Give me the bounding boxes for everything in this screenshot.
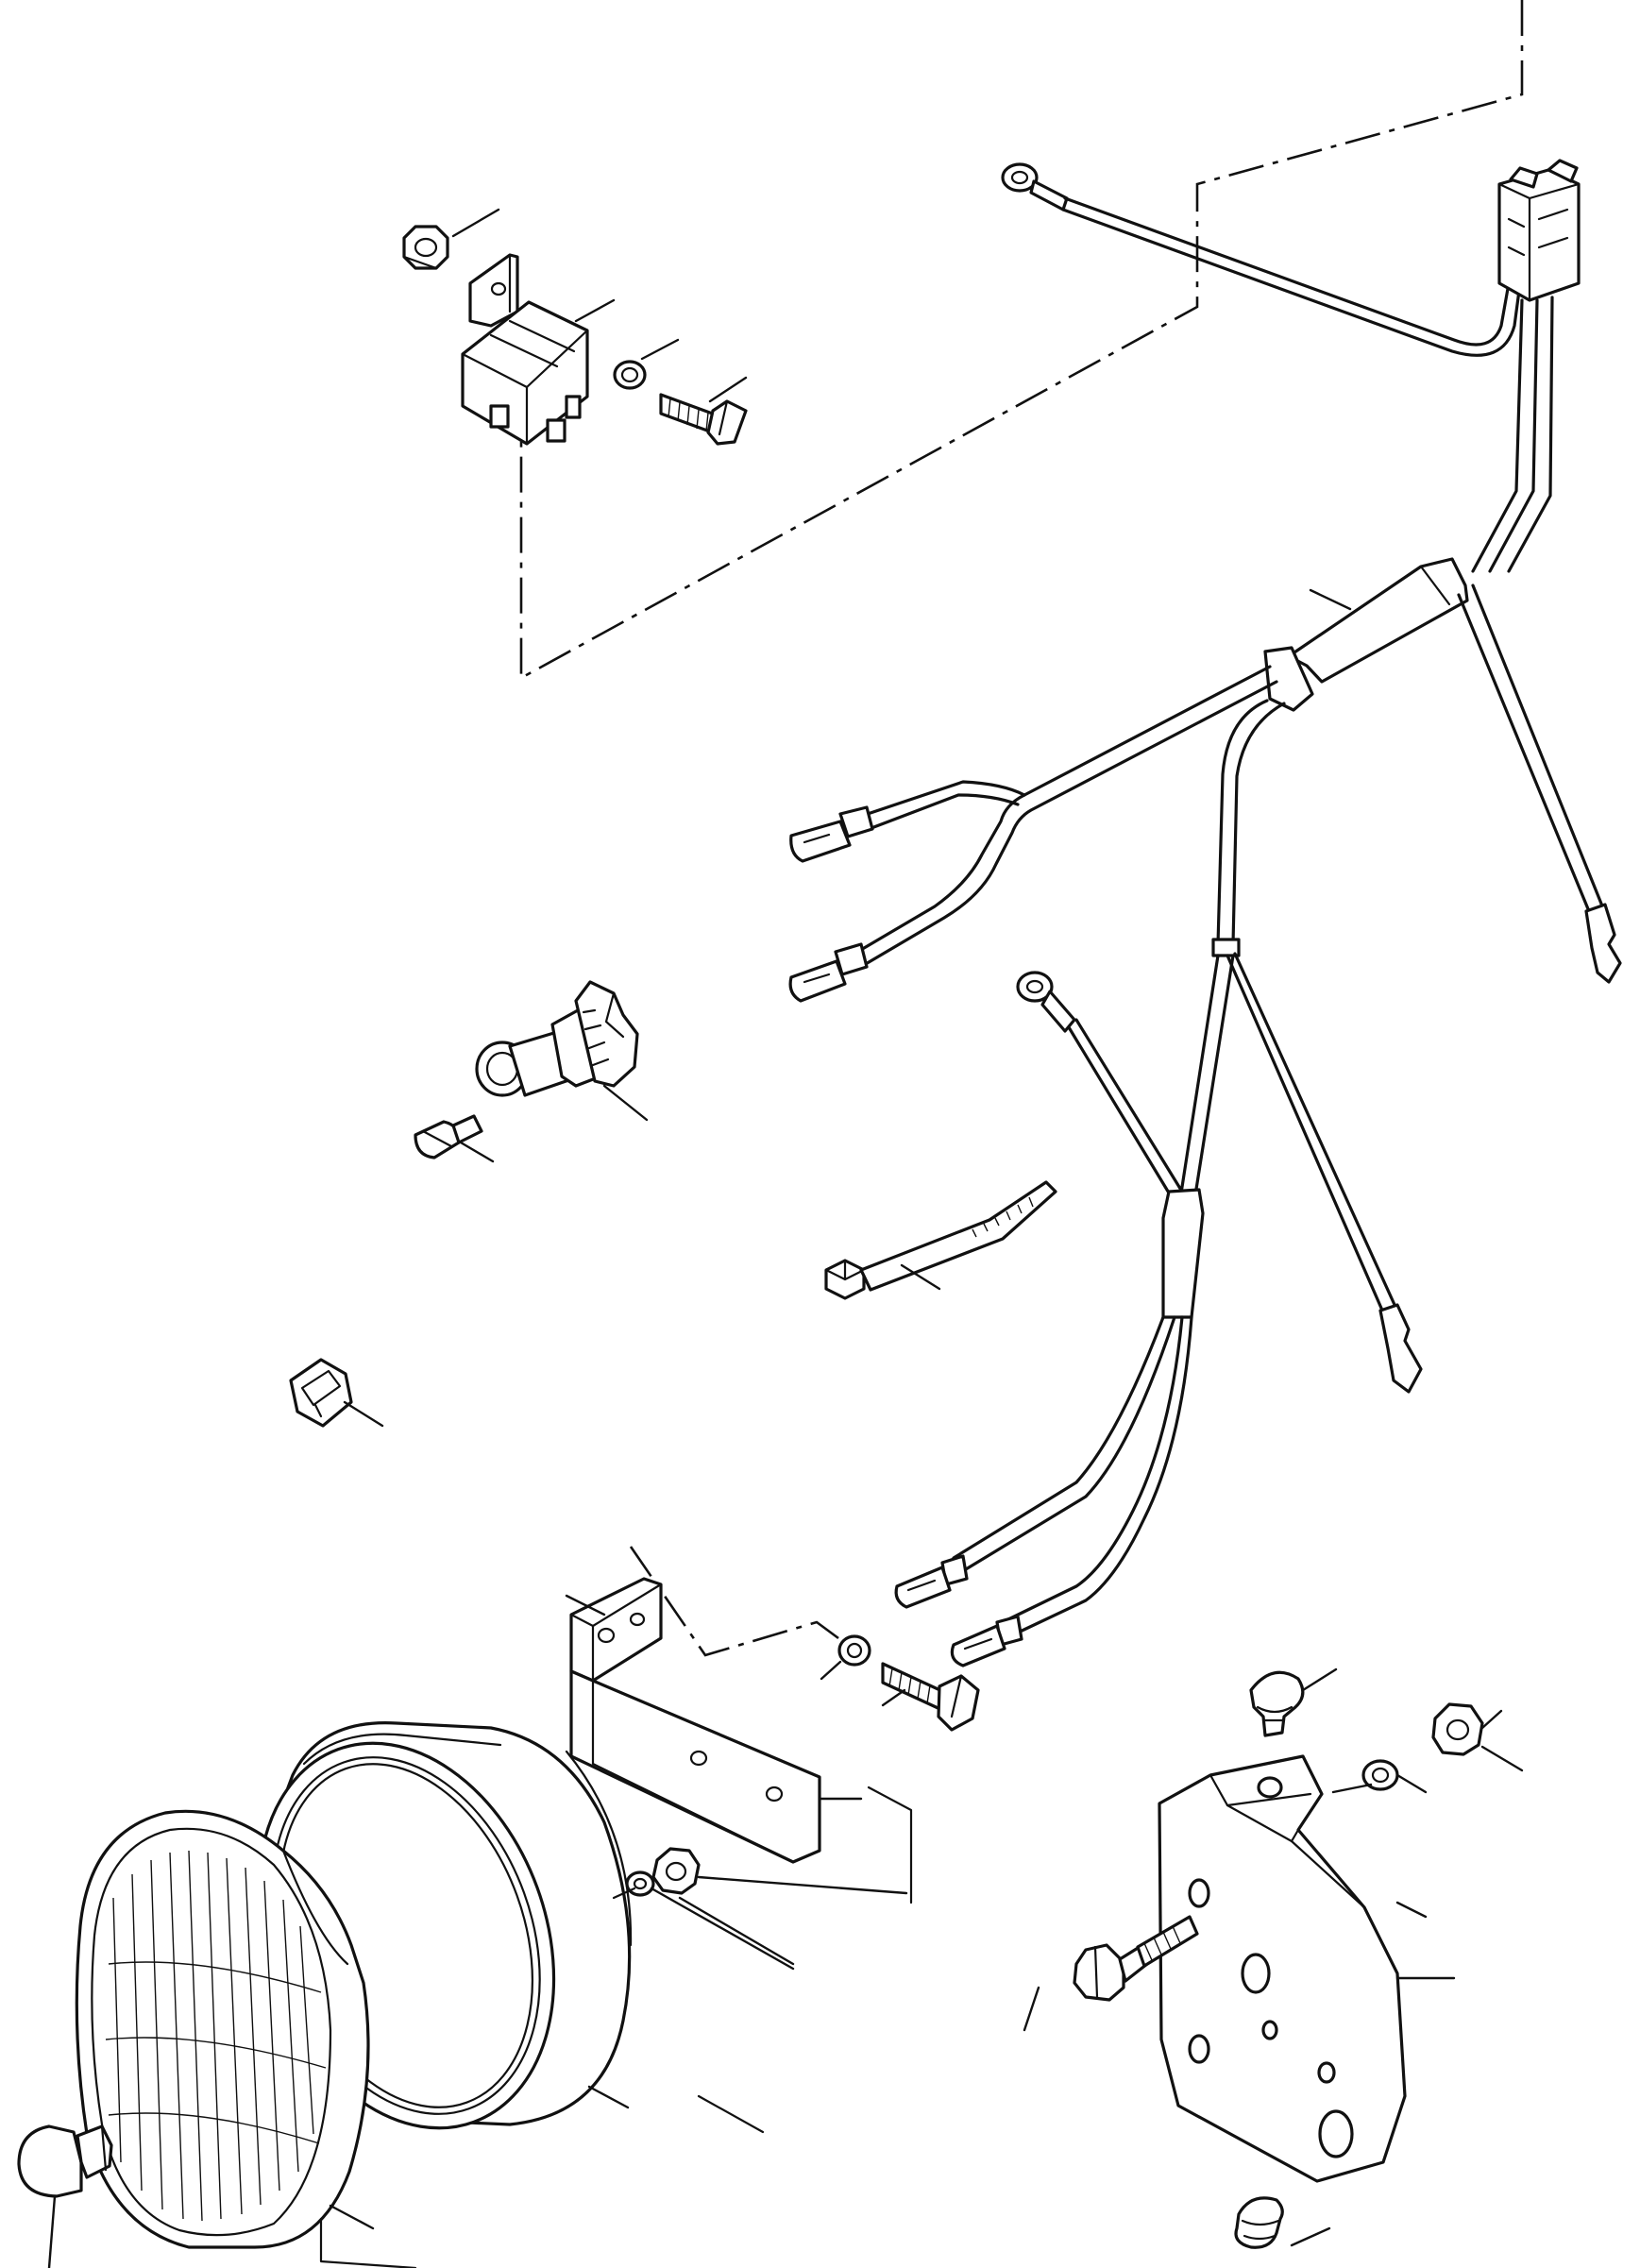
lamp-leaders xyxy=(47,1786,913,2268)
bracket-leaders xyxy=(565,1594,906,1801)
ring-terminal-top xyxy=(1001,162,1069,212)
housing-stud xyxy=(612,1887,636,1900)
sealed-beam-lens xyxy=(75,1809,370,2249)
light-switch xyxy=(475,980,639,1097)
relay-socket-connector xyxy=(1497,159,1581,302)
bracket-bolt xyxy=(881,1662,980,1732)
switch-leaders xyxy=(459,1084,649,1163)
switch-bulb xyxy=(414,1114,483,1159)
relay-nut xyxy=(402,225,449,270)
harness-leader xyxy=(1309,588,1352,611)
ring-terminal-mid xyxy=(1016,971,1076,1033)
relay-screw xyxy=(659,393,748,446)
headlamp-bulb xyxy=(17,2124,113,2198)
mounting-bracket xyxy=(569,1577,821,1864)
plate-nut xyxy=(1431,1702,1484,1756)
plate-rubber-plug-top xyxy=(1249,1670,1305,1737)
wiring-harness xyxy=(788,159,1622,1667)
plate-rubber-plug-bottom xyxy=(1234,2196,1284,2249)
plate-leaders xyxy=(1023,1667,1524,2247)
bracket-washer xyxy=(837,1634,871,1667)
relay xyxy=(461,300,589,446)
clip xyxy=(289,1358,353,1428)
cable-tie xyxy=(824,1180,1057,1300)
housing-nut xyxy=(651,1847,701,1895)
housing-washer xyxy=(625,1870,655,1897)
clip-leader xyxy=(343,1400,384,1428)
assembly-dashed-lines xyxy=(519,0,1524,1657)
mounting-plate xyxy=(1158,1754,1407,2183)
plate-bolt xyxy=(1073,1915,1199,2002)
relay-washer xyxy=(613,360,647,390)
relay-leaders xyxy=(451,208,748,403)
cable-tie-leader xyxy=(900,1263,941,1291)
